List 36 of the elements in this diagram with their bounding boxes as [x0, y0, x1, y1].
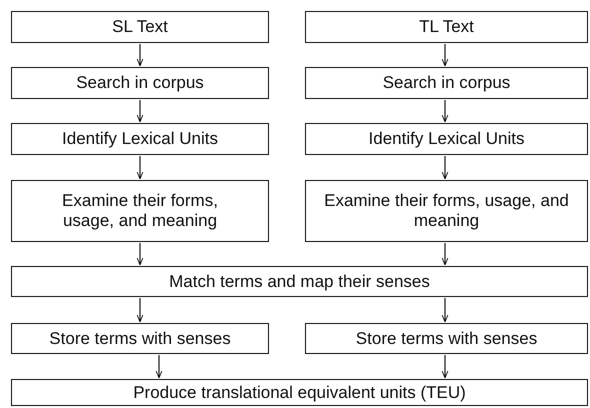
process-box: [11, 123, 269, 155]
arrow: [442, 298, 448, 322]
step-text: Examine their forms, usage, and meaning: [323, 191, 570, 231]
step-text: Search in corpus: [76, 73, 204, 93]
arrow: [442, 355, 448, 378]
process-box: [305, 323, 588, 354]
arrow: [136, 156, 144, 180]
process-box: [11, 323, 269, 354]
process-box: [11, 180, 269, 242]
process-box: [305, 123, 588, 155]
step-text: Examine their forms, usage, and meaning: [61, 191, 219, 231]
arrow: [156, 355, 162, 378]
arrow: [136, 44, 144, 66]
process-box: [11, 379, 588, 406]
process-box: [11, 11, 269, 43]
process-box: [11, 67, 269, 99]
step-text: Store terms with senses: [49, 328, 231, 348]
process-box: [305, 180, 588, 242]
step-text: Produce translational equivalent units (TEU): [133, 382, 466, 402]
step-text: Search in corpus: [382, 73, 510, 93]
process-box: [305, 11, 588, 43]
arrow: [442, 243, 448, 266]
step-text: Store terms with senses: [356, 328, 538, 348]
arrow: [442, 156, 448, 180]
step-text: Identify Lexical Units: [368, 129, 524, 149]
arrow: [136, 100, 144, 122]
step-text: TL Text: [419, 17, 474, 37]
step-text: SL Text: [112, 17, 168, 37]
step-text: Match terms and map their senses: [169, 272, 430, 292]
arrow: [442, 44, 448, 66]
arrow: [442, 100, 448, 122]
step-text: Identify Lexical Units: [62, 129, 218, 149]
arrow: [136, 243, 144, 266]
process-box: [305, 67, 588, 99]
arrow: [136, 298, 144, 322]
process-box: [11, 266, 588, 297]
